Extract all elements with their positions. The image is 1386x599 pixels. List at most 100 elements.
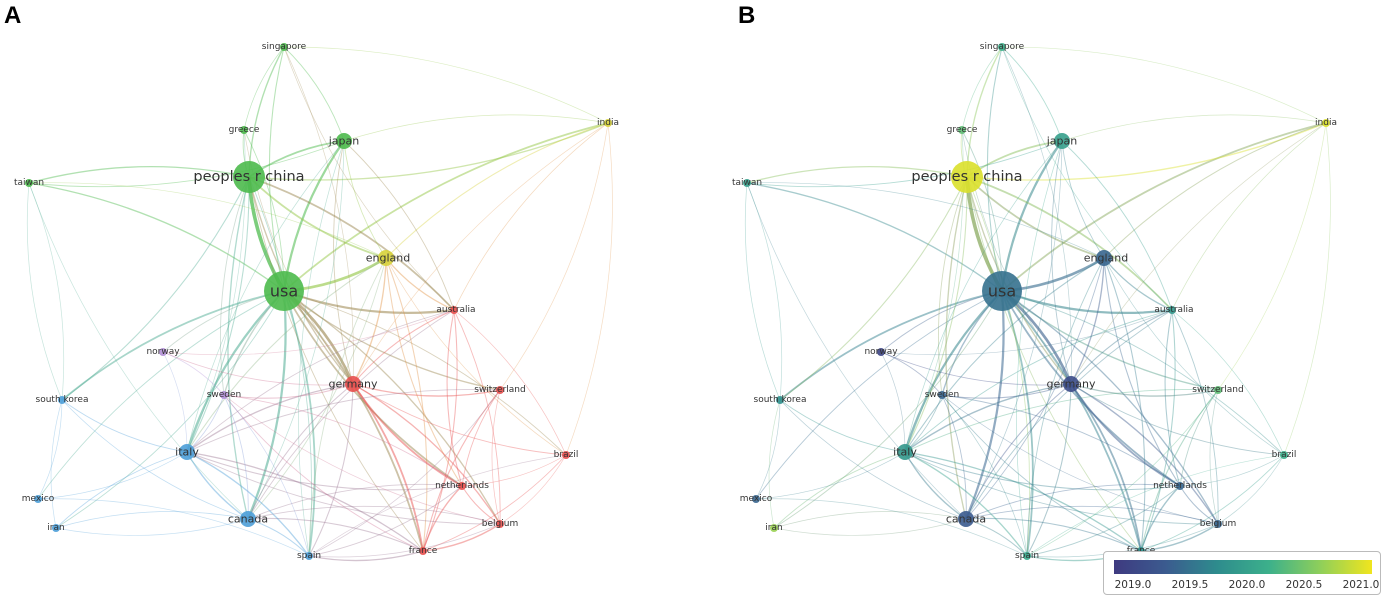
link-australia-brazil (453, 309, 567, 456)
colorbar-gradient (1114, 560, 1372, 574)
link-usa-belgium (1001, 290, 1219, 525)
link-taiwan-england (28, 182, 387, 259)
link-brazil-spain (308, 454, 567, 557)
link-usa-canada (246, 290, 287, 520)
link-brazil-spain (1026, 454, 1285, 557)
node-greece (958, 126, 966, 134)
link-norway-italy (162, 351, 188, 453)
link-taiwan-canada (746, 182, 967, 520)
node-label-brazil: brazil (1272, 450, 1297, 460)
link-china-india (966, 122, 1327, 181)
link-australia-belgium (1171, 309, 1219, 525)
link-india-brazil (565, 122, 613, 456)
link-norway-italy (880, 351, 906, 453)
link-usa-india (283, 122, 609, 292)
colorbar-tick: 2020.5 (1285, 579, 1323, 591)
node-spain (305, 552, 313, 560)
link-singapore-germany (1001, 46, 1072, 385)
node-label-singapore: singapore (262, 42, 307, 52)
link-japan-canada (965, 140, 1063, 520)
node-taiwan (25, 179, 33, 187)
node-label-canada: canada (228, 513, 268, 526)
link-spain-belgium (308, 523, 501, 558)
link-germany-switzerland (1070, 383, 1219, 397)
link-usa-italy (185, 290, 285, 453)
link-france-brazil (1140, 454, 1285, 552)
node-china (233, 161, 265, 193)
link-usa-netherlands (283, 290, 463, 487)
link-england-spain (308, 257, 387, 557)
node-canada (240, 511, 256, 527)
node-england (1096, 250, 1112, 266)
node-label-england: england (366, 252, 410, 265)
link-usa-iran (773, 290, 1003, 529)
node-spain (1023, 552, 1031, 560)
node-label-australia: australia (1154, 305, 1193, 315)
node-italy (897, 444, 913, 460)
link-norway-australia (880, 309, 1173, 356)
link-england-germany (352, 257, 387, 385)
link-china-taiwan (746, 165, 968, 184)
link-usa-spain (1001, 290, 1034, 557)
link-china-sweden (219, 176, 250, 396)
link-italy-mexico (755, 451, 906, 500)
link-india-brazil (1283, 122, 1331, 456)
node-india (604, 119, 612, 127)
link-netherlands-canada (965, 483, 1181, 520)
link-china-canada (945, 176, 968, 520)
link-iran-canada (55, 518, 249, 536)
link-germany-belgium (1070, 383, 1219, 525)
link-japan-germany (1051, 140, 1072, 385)
link-norway-australia (162, 309, 455, 356)
panel-label-a: A (4, 2, 22, 29)
node-label-germany: germany (1046, 378, 1096, 391)
link-japan-australia (1061, 140, 1173, 311)
link-france-sweden (941, 394, 1142, 552)
link-france-italy (904, 451, 1142, 552)
link-usa-belgium (283, 290, 501, 525)
link-brazil-belgium (1217, 454, 1285, 525)
link-germany-australia (1070, 309, 1173, 385)
node-label-iran: iran (47, 523, 64, 533)
node-japan (336, 133, 352, 149)
link-italy-canada (904, 451, 967, 520)
node-china (951, 161, 983, 193)
link-south_korea-iran (768, 399, 781, 529)
node-label-switzerland: switzerland (1192, 385, 1243, 395)
node-label-italy: italy (893, 446, 917, 459)
node-label-netherlands: netherlands (1153, 481, 1207, 491)
link-england-france (385, 257, 428, 552)
link-italy-switzerland (904, 389, 1219, 453)
node-mexico (752, 495, 760, 503)
link-germany-france (352, 383, 424, 552)
node-south-korea (776, 396, 784, 404)
link-usa-singapore (986, 46, 1003, 292)
link-australia-belgium (453, 309, 501, 525)
link-australia-france (422, 309, 458, 552)
node-canada (958, 511, 974, 527)
link-italy-switzerland (186, 389, 501, 453)
link-germany-italy (186, 383, 354, 453)
link-taiwan-south_korea (746, 182, 783, 401)
link-china-italy (904, 176, 968, 453)
link-germany-sweden (941, 383, 1072, 399)
link-italy-canada (186, 451, 249, 520)
node-india (1322, 119, 1330, 127)
node-iran (52, 524, 60, 532)
link-italy-belgium (186, 451, 501, 525)
node-switzerland (496, 386, 504, 394)
link-italy-iran (773, 451, 906, 529)
link-switzerland-spain (1026, 389, 1219, 557)
node-taiwan (743, 179, 751, 187)
node-mexico (34, 495, 42, 503)
link-usa-spain (283, 290, 316, 557)
link-france-netherlands (422, 485, 463, 552)
node-label-china: peoples r china (193, 169, 304, 185)
link-australia-canada (965, 309, 1173, 520)
link-singapore-india (1001, 46, 1327, 124)
node-label-iran: iran (765, 523, 782, 533)
node-label-netherlands: netherlands (435, 481, 489, 491)
link-china-france (966, 176, 1142, 552)
link-south_korea-taiwan (26, 182, 63, 401)
link-australia-italy (186, 309, 455, 453)
